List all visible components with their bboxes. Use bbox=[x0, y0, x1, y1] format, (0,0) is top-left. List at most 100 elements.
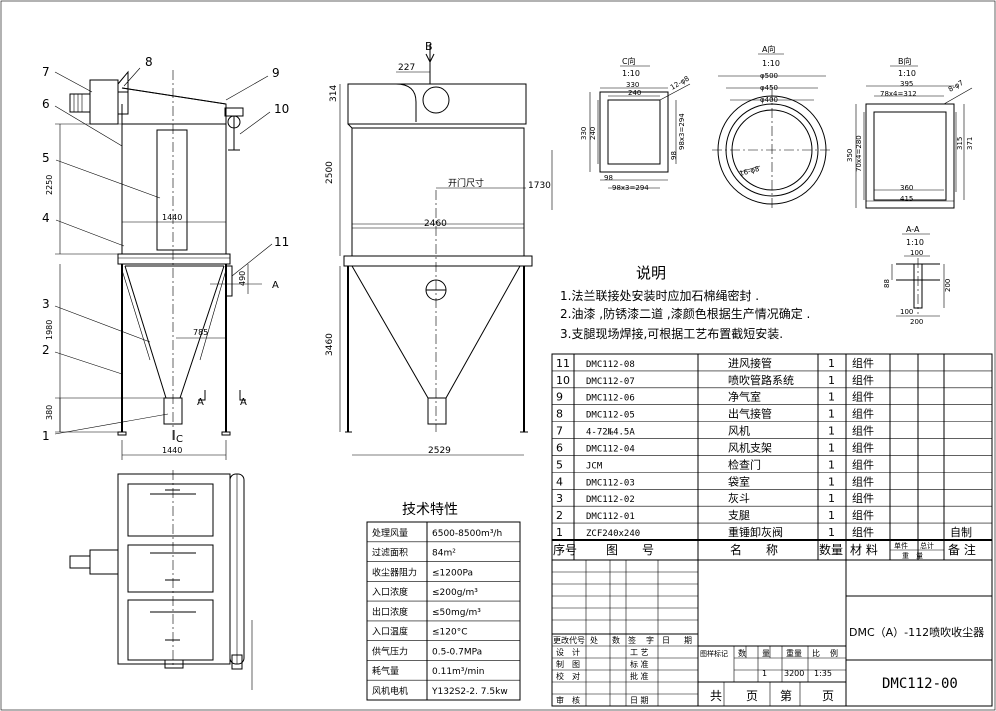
bom-cell-name: 风机 bbox=[728, 424, 750, 438]
callout-3: 3 bbox=[42, 297, 50, 311]
detail-b-dim-415: 415 bbox=[900, 195, 913, 203]
bom-cell-mat: 组件 bbox=[852, 424, 874, 438]
detail-aa bbox=[891, 233, 945, 317]
tech-table: 技术特性 bbox=[366, 502, 521, 701]
detail-b-scale: 1:10 bbox=[898, 69, 916, 78]
callout-11: 11 bbox=[274, 235, 289, 249]
tech-key: 出口浓度 bbox=[372, 606, 408, 618]
detail-b-title: B向 bbox=[898, 56, 912, 66]
detail-aa-labels: A-A 1:10 100 88 200 100 200 bbox=[883, 225, 952, 326]
detail-b-dim-350: 350 bbox=[846, 149, 854, 162]
bom-cell-qty: 1 bbox=[828, 425, 835, 438]
callout-9: 9 bbox=[272, 66, 280, 80]
tech-value: 0.11m³/min bbox=[432, 667, 484, 677]
mark-scale: 例 bbox=[830, 648, 838, 658]
notes: 说明 1.法兰联接处安装时应加石棉绳密封 . 2.油漆 ,防锈漆二道 ,漆颜色根… bbox=[560, 264, 810, 341]
dim-1730: 1730 bbox=[528, 181, 551, 191]
bom-cell-name: 灰斗 bbox=[728, 491, 750, 505]
plan-view bbox=[69, 470, 253, 690]
bom-cell-code: DMC112-07 bbox=[586, 377, 635, 387]
note-3: 3.支腿现场焊接,可根据工艺布置截短安装. bbox=[560, 326, 783, 341]
bom-cell-code: DMC112-05 bbox=[586, 411, 635, 421]
dim-785: 785 bbox=[193, 328, 208, 337]
tech-value: ≤50mg/m³ bbox=[432, 608, 481, 618]
detail-b bbox=[855, 65, 973, 209]
note-1: 1.法兰联接处安装时应加石棉绳密封 . bbox=[560, 288, 759, 303]
front-view-section-marks: A A A C bbox=[176, 280, 279, 445]
bom-header-total: 总计 bbox=[920, 541, 934, 550]
detail-aa-scale: 1:10 bbox=[906, 238, 924, 247]
sheet-no: 第 bbox=[780, 689, 792, 703]
detail-b-dim-holes-v: 70x4=280 bbox=[855, 135, 863, 172]
detail-b-dim-395: 395 bbox=[900, 80, 913, 88]
sheet-page2: 页 bbox=[822, 689, 834, 703]
bom-cell-mat: 组件 bbox=[852, 457, 874, 471]
door-size-label: 开门尺寸 bbox=[448, 177, 484, 189]
detail-a-title: A向 bbox=[762, 44, 775, 54]
detail-aa-title: A-A bbox=[906, 225, 920, 234]
detail-b-labels: B向 1:10 395 78x4=312 8-φ7 350 70x4=280 3… bbox=[846, 56, 974, 203]
tech-key: 风机电机 bbox=[372, 685, 408, 697]
dim-314: 314 bbox=[329, 85, 339, 102]
bom-cell-name: 重锤卸灰阀 bbox=[728, 525, 783, 539]
detail-c-title: C向 bbox=[622, 56, 636, 66]
bom-header-code: 图 号 bbox=[606, 543, 654, 557]
detail-a-scale: 1:10 bbox=[762, 59, 780, 68]
detail-b-dim-371: 371 bbox=[966, 137, 974, 150]
mark-label: 图样标记 bbox=[700, 649, 728, 658]
bom-cell-no: 9 bbox=[556, 391, 563, 404]
bom-cell-qty: 1 bbox=[828, 458, 835, 471]
bom-cell-qty: 1 bbox=[828, 357, 835, 370]
tech-value: ≤200g/m³ bbox=[432, 588, 478, 598]
bom-cell-mat: 组件 bbox=[852, 474, 874, 488]
role-check: 校 对 bbox=[556, 671, 580, 681]
dim-490: 490 bbox=[238, 271, 247, 286]
section-a-right: A bbox=[272, 280, 279, 291]
bom-header-no: 序号 bbox=[553, 542, 577, 557]
tech-value: ≤1200Pa bbox=[432, 568, 473, 578]
detail-a-dim-500: φ500 bbox=[760, 72, 778, 80]
dim-2529: 2529 bbox=[428, 446, 451, 456]
bom-cell-no: 4 bbox=[556, 475, 563, 488]
detail-c-dim-330-v: 330 bbox=[580, 127, 588, 140]
tech-key: 收尘器阻力 bbox=[372, 566, 417, 578]
bom-cell-no: 1 bbox=[556, 526, 563, 539]
bom-header-name: 名 称 bbox=[730, 542, 778, 557]
mark-qty: 量 bbox=[762, 649, 770, 658]
dim-2460: 2460 bbox=[424, 219, 447, 229]
tech-key: 处理风量 bbox=[372, 527, 408, 539]
dim-3460: 3460 bbox=[325, 333, 335, 356]
bom-cell-mat: 组件 bbox=[852, 407, 874, 421]
note-2: 2.油漆 ,防锈漆二道 ,漆颜色根据生产情况确定 . bbox=[560, 306, 810, 321]
bom-table bbox=[551, 353, 993, 561]
front-view bbox=[54, 67, 273, 460]
bom-cell-no: 10 bbox=[556, 374, 570, 387]
bom-cell-note: 自制 bbox=[950, 526, 972, 539]
detail-aa-dim-200: 200 bbox=[910, 318, 923, 326]
bom-cell-no: 7 bbox=[556, 425, 563, 438]
detail-b-dim-315: 315 bbox=[956, 137, 964, 150]
bom-cell-mat: 组件 bbox=[852, 440, 874, 454]
front-view-dims: 2250 1440 1980 380 1440 490 785 bbox=[45, 175, 247, 455]
tech-value: ≤120°C bbox=[432, 628, 468, 638]
callout-4: 4 bbox=[42, 211, 50, 225]
bom-cell-no: 8 bbox=[556, 408, 563, 421]
role-design: 设 计 bbox=[556, 647, 580, 657]
bom-cell-qty: 1 bbox=[828, 475, 835, 488]
title-block-labels: 更改代号 处 数 签 字 日 期 设 计 制 图 校 对 审 核 工 艺 标 准… bbox=[553, 625, 984, 705]
bom-header-note: 备 注 bbox=[948, 542, 976, 557]
bom-cell-name: 风机支架 bbox=[728, 440, 772, 454]
callout-10: 10 bbox=[274, 102, 289, 116]
bom-cell-no: 5 bbox=[556, 458, 563, 471]
tb-qty: 1 bbox=[762, 669, 767, 678]
tech-value: 0.5-0.7MPa bbox=[432, 647, 482, 657]
bom-cell-qty: 1 bbox=[828, 492, 835, 505]
bom-cell-no: 6 bbox=[556, 441, 563, 454]
role-approve: 批 准 bbox=[630, 671, 649, 681]
tech-key: 入口浓度 bbox=[372, 586, 408, 598]
role-standard: 标 准 bbox=[630, 659, 649, 669]
bom-cell-qty: 1 bbox=[828, 391, 835, 404]
section-a-left: A bbox=[197, 397, 204, 408]
